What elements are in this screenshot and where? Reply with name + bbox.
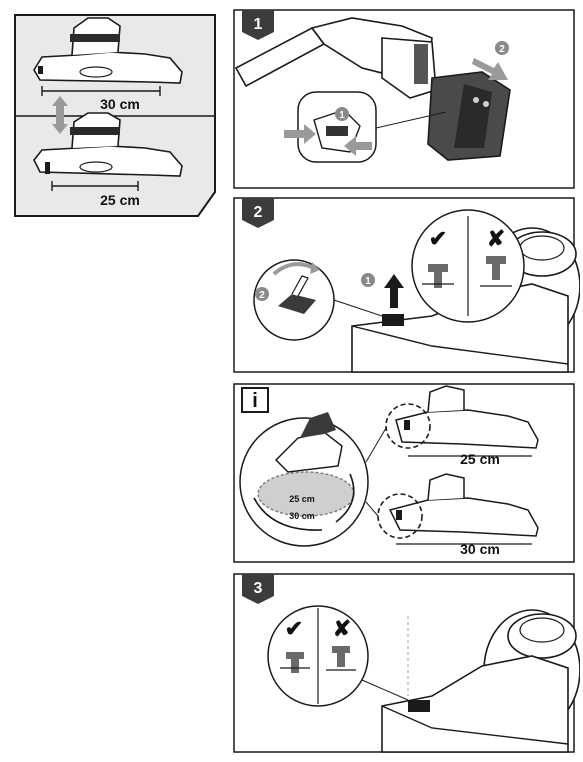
cut-diameter-illustration: 25 cm 30 cm (239, 412, 369, 547)
clip-rotation-detail: 2 (253, 259, 335, 341)
info-icon: i (252, 390, 258, 412)
check-icon: ✔ (285, 616, 303, 641)
callout-1: 1 (339, 110, 345, 121)
step-badge-3: 3 (254, 580, 263, 597)
arrow-icon (344, 136, 372, 156)
inner-label-30cm: 30 cm (289, 511, 315, 521)
arrow-icon (472, 58, 508, 80)
step-2-panel: 2 1 2 ✔ ✘ (233, 197, 580, 373)
double-arrow-icon (52, 96, 68, 134)
size-label-30cm: 30 cm (100, 96, 140, 112)
arrow-up-icon (384, 274, 404, 308)
size-label-25cm: 25 cm (100, 192, 140, 208)
release-button-detail: 1 (284, 91, 377, 163)
cross-icon: ✘ (333, 616, 351, 641)
info-panel: i 25 cm 30 cm 25 cm 30 cm (233, 383, 575, 563)
step-badge-1: 1 (254, 16, 263, 33)
cross-icon: ✘ (487, 226, 505, 251)
correct-vs-wrong-detail: ✔ ✘ (267, 605, 369, 707)
step-1-panel: 1 2 1 (233, 9, 575, 189)
size-label-25cm: 25 cm (460, 451, 500, 467)
step-3-panel: 3 ✔ ✘ (233, 573, 580, 753)
trimmer-guard-30cm: 30 cm (377, 473, 539, 557)
trimmer-guard-25cm: 25 cm (385, 385, 539, 467)
step-badge-2: 2 (254, 204, 263, 221)
correct-vs-wrong-detail: ✔ ✘ (411, 209, 525, 323)
callout-2: 2 (499, 44, 505, 55)
trimmer-guard-large (33, 17, 183, 84)
inner-label-25cm: 25 cm (289, 494, 315, 504)
guard-size-overview-panel: 30 cm 25 cm (14, 14, 216, 217)
battery-pack (427, 71, 511, 161)
check-icon: ✔ (429, 226, 447, 251)
trimmer-guard-small (33, 112, 183, 177)
size-label-30cm: 30 cm (460, 541, 500, 557)
callout-1: 1 (365, 276, 371, 287)
arrow-icon (284, 124, 316, 144)
callout-2: 2 (259, 290, 265, 301)
rotate-arrow-icon (310, 262, 320, 274)
